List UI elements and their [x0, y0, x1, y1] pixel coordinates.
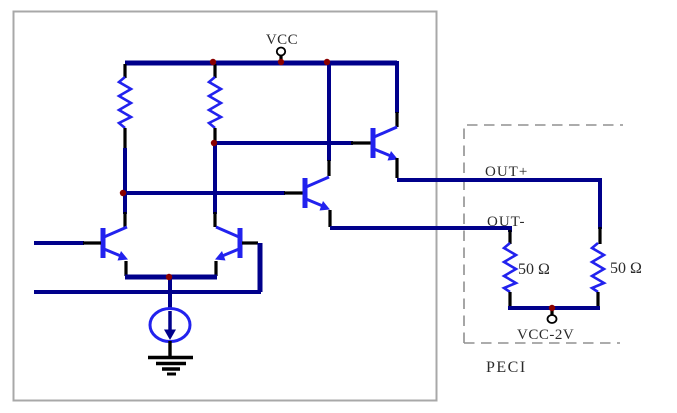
vcc-label: VCC — [266, 32, 298, 48]
output-wiring — [328, 158, 602, 244]
junction-dots — [119, 58, 556, 312]
transistor-q2-diffpair-right — [215, 227, 240, 261]
vcc-minus-2v-label: VCC-2V — [517, 327, 574, 343]
out-plus-wire — [397, 178, 602, 229]
transistor-q4-outplus — [373, 127, 398, 161]
ground-symbol-icon — [148, 355, 193, 376]
junction-dot — [323, 58, 331, 66]
term-resistor-right-symbol — [589, 242, 607, 294]
junction-dot — [210, 139, 218, 147]
junction-dot — [165, 273, 173, 281]
junction-dot — [119, 189, 127, 197]
current-arrow-head-icon — [164, 329, 176, 340]
term-resistor-left-symbol — [501, 242, 519, 294]
tail-current-source — [124, 261, 218, 376]
out-minus-label: OUT- — [487, 214, 525, 230]
peci-dashed-box-topleft — [463, 124, 623, 343]
vcc-rail — [123, 46, 399, 127]
transistor-q1-diffpair-left — [103, 227, 128, 261]
vcc2v-terminal-circle — [546, 314, 558, 324]
out-minus-wire — [330, 226, 512, 232]
driver-circuit-box — [12, 10, 438, 402]
junction-dot — [209, 58, 217, 66]
load-resistor-left — [116, 76, 134, 129]
peci-label: PECI — [486, 359, 527, 376]
transistor-q3-outminus — [305, 177, 330, 211]
vcc-terminal-circle — [275, 46, 287, 57]
peci-termination — [501, 242, 607, 324]
internal-node-wiring — [123, 62, 371, 228]
junction-dot — [277, 58, 285, 66]
junction-dot — [548, 304, 556, 312]
out-plus-label: OUT+ — [485, 164, 528, 180]
term-resistor-left-label: 50 Ω — [518, 261, 550, 278]
load-resistor-right — [206, 76, 224, 129]
term-resistor-right-label: 50 Ω — [610, 260, 642, 277]
input-wiring — [34, 241, 263, 294]
